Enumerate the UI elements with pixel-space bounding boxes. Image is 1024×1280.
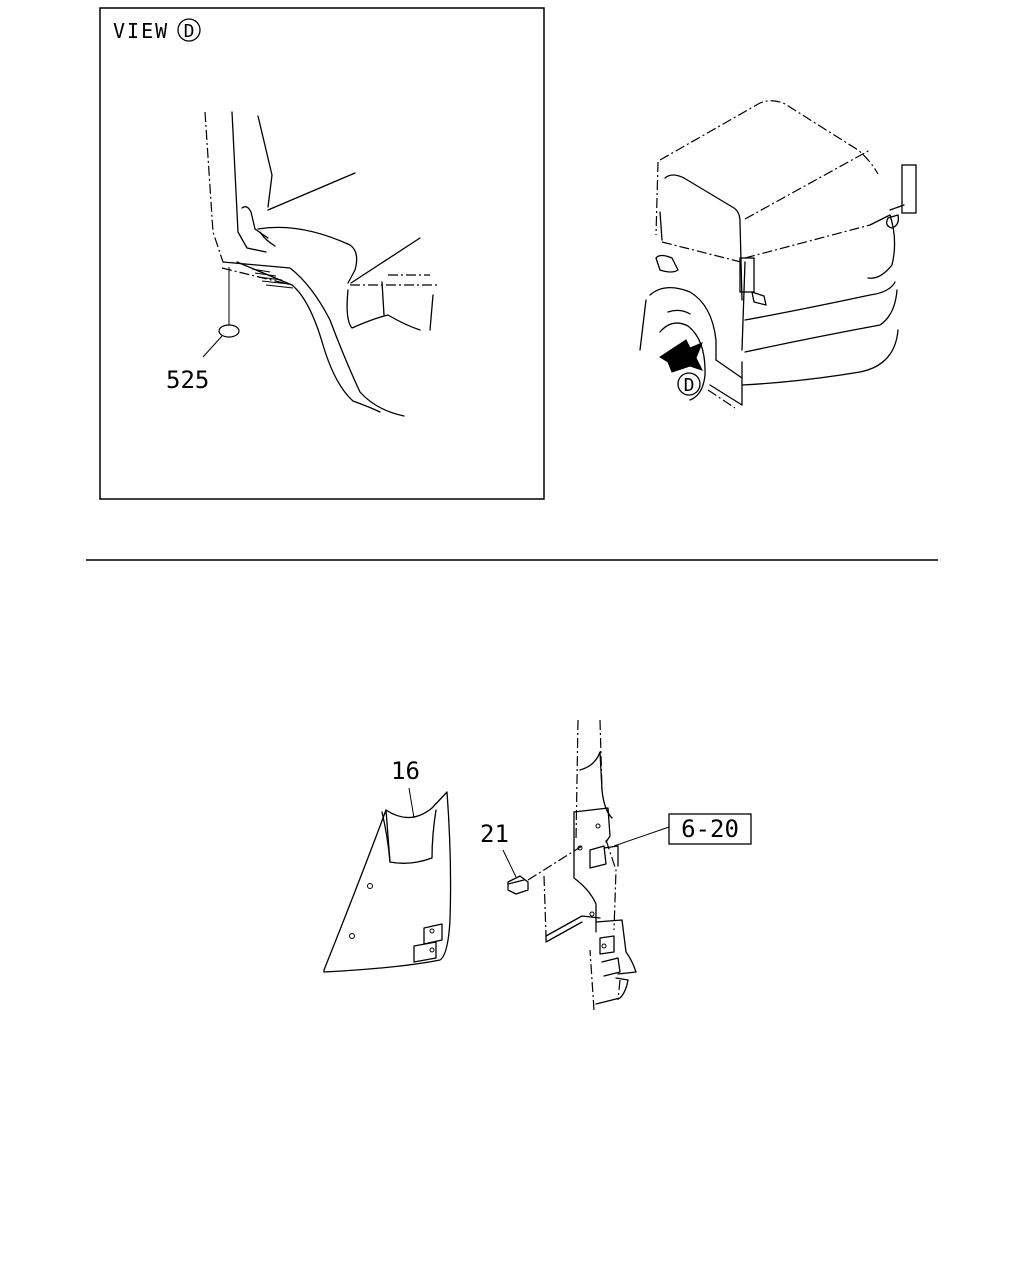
view-panel-frame (99, 7, 545, 500)
callout-525: 525 (166, 267, 240, 394)
leader-16 (408, 787, 415, 819)
side-mirror-left (739, 257, 755, 293)
ref-box-6-20 (668, 813, 752, 845)
view-arrow (659, 339, 703, 373)
panel-hole-1 (367, 883, 373, 889)
pillar-bracket (543, 719, 637, 1011)
parts-drawing: 16 21 (323, 719, 752, 1011)
plug-hole (218, 324, 240, 338)
truck-overview: D (639, 100, 917, 409)
truck-view-letter-circle (677, 372, 701, 396)
truck-view-letter: D (684, 375, 695, 396)
leader-6-20 (613, 826, 670, 847)
ref-box-label: 6-20 (681, 815, 739, 843)
step-hatch (251, 268, 294, 289)
view-d-panel: VIEW D (99, 7, 545, 500)
clip-21 (502, 849, 529, 895)
cover-panel-16 (323, 791, 452, 973)
panel-hole-2 (349, 933, 355, 939)
side-mirror-right (901, 164, 917, 214)
view-letter-circle (177, 18, 201, 42)
callout-525-label: 525 (166, 366, 209, 394)
view-letter: D (184, 21, 195, 42)
callout-16-label: 16 (391, 757, 420, 785)
clip-fit-line (527, 845, 583, 881)
view-title: VIEW (113, 19, 169, 43)
seat-drawing (204, 111, 440, 417)
callout-21-label: 21 (480, 820, 509, 848)
